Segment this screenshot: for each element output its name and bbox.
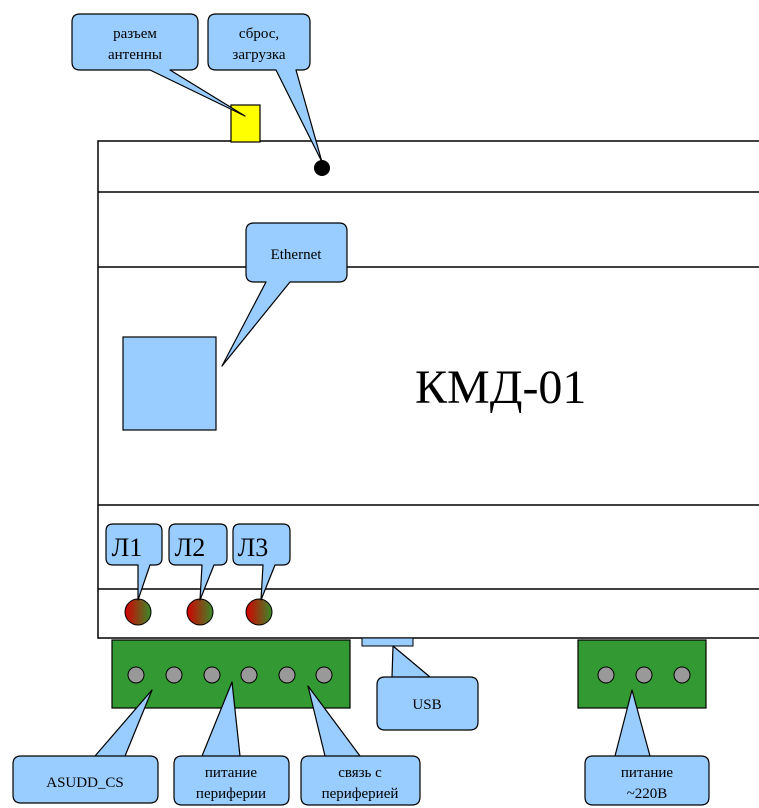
callout-ethernet: Ethernet	[221, 222, 348, 367]
callout-usb: USB	[376, 645, 479, 731]
terminal-screw	[203, 666, 221, 684]
antenna-connector	[230, 104, 261, 143]
callout-antenna: разъем антенны	[71, 13, 246, 117]
callout-led2-label: Л2	[175, 533, 206, 562]
callout-reset: сброс, загрузка	[207, 13, 323, 163]
callout-periph-power: питание периферии	[173, 681, 290, 806]
callout-power-line2: ~220В	[627, 786, 668, 802]
callout-led3-label: Л3	[238, 533, 269, 562]
usb-port	[361, 637, 414, 647]
reset-button[interactable]	[314, 160, 330, 176]
terminal-screw	[127, 666, 145, 684]
callout-periph-power-line1: питание	[205, 765, 258, 781]
led-1	[124, 598, 152, 626]
callout-periph-link-line2: периферией	[322, 786, 399, 802]
terminal-screw	[165, 666, 183, 684]
callout-power: питание ~220В	[584, 689, 710, 806]
callout-led2: Л2	[168, 523, 228, 601]
terminal-screw	[278, 666, 296, 684]
ethernet-port	[122, 336, 217, 431]
callout-antenna-line2: антенны	[108, 47, 162, 63]
callout-reset-line1: сброс,	[239, 26, 279, 42]
terminal-screw	[635, 666, 653, 684]
callout-antenna-line1: разъем	[113, 26, 157, 42]
callout-reset-line2: загрузка	[232, 47, 286, 63]
callout-periph-power-line2: периферии	[196, 786, 266, 802]
callout-led1-label: Л1	[112, 533, 143, 562]
callout-asudd: ASUDD_CS	[12, 689, 159, 804]
callout-periph-link: связь с периферией	[300, 685, 421, 806]
callout-usb-label: USB	[412, 697, 441, 713]
callout-led1: Л1	[105, 523, 163, 601]
callout-ethernet-label: Ethernet	[271, 247, 323, 263]
device-name: КМД-01	[415, 361, 586, 414]
callout-led3: Л3	[232, 523, 291, 601]
terminal-screw	[240, 666, 258, 684]
led-3	[245, 598, 273, 626]
callout-asudd-label: ASUDD_CS	[46, 775, 124, 791]
callout-power-line1: питание	[621, 765, 674, 781]
terminal-screw	[673, 666, 691, 684]
led-2	[186, 598, 214, 626]
callout-periph-link-line1: связь с	[338, 765, 382, 781]
terminal-screw	[315, 666, 333, 684]
terminal-screw	[597, 666, 615, 684]
